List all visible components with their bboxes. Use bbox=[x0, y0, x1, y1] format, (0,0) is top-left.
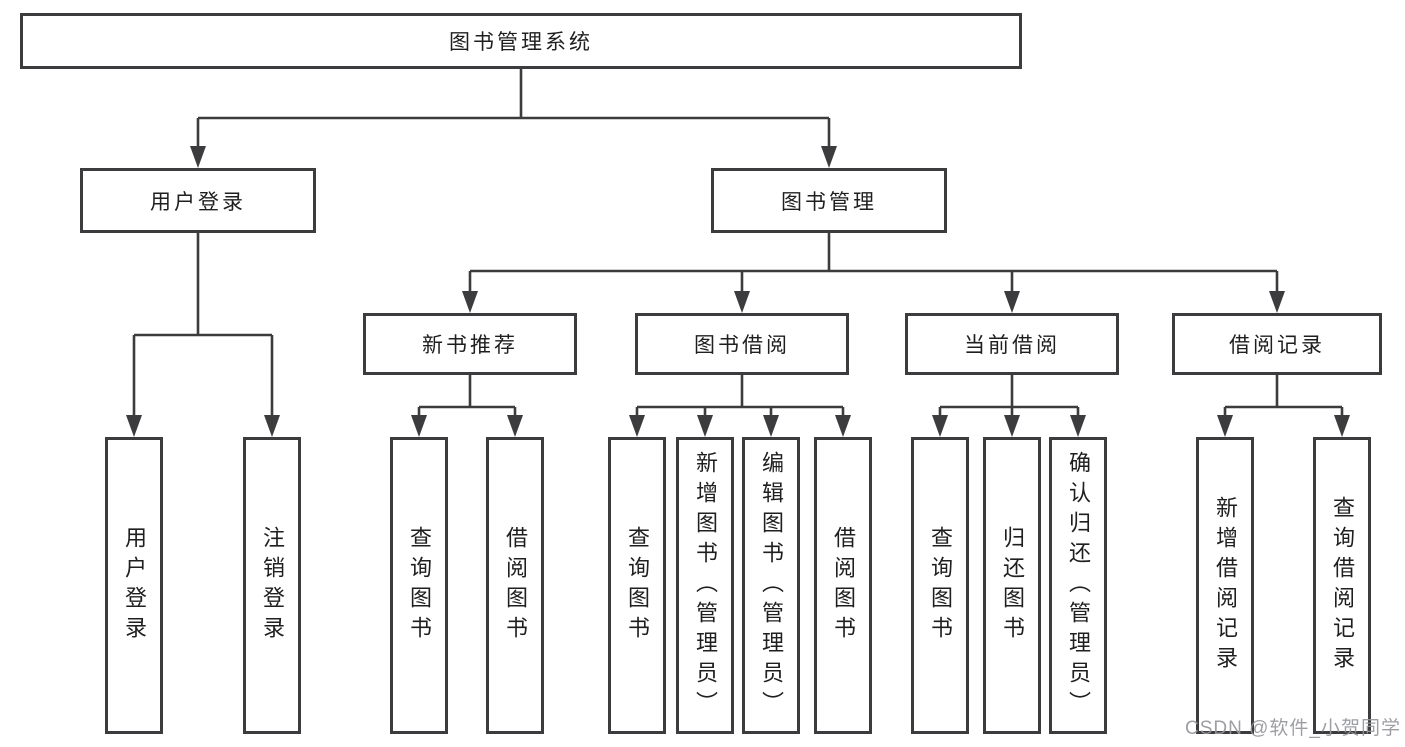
leaf-confirm-return-admin: 确认归还（管理员） bbox=[1049, 437, 1107, 734]
arrow-icon bbox=[1334, 415, 1350, 437]
leaf-query-books-current: 查询图书 bbox=[911, 437, 969, 734]
node-library-management-system: 图书管理系统 bbox=[20, 13, 1022, 69]
arrowheads bbox=[126, 146, 1350, 437]
leaf-label: 查询图书 bbox=[928, 525, 953, 646]
arrow-icon bbox=[821, 146, 837, 168]
arrow-icon bbox=[190, 146, 206, 168]
leaf-return-book: 归还图书 bbox=[983, 437, 1041, 734]
arrow-icon bbox=[126, 415, 142, 437]
arrow-icon bbox=[1217, 415, 1233, 437]
arrow-icon bbox=[264, 415, 280, 437]
connector-book-borrow bbox=[635, 375, 845, 433]
node-label: 新书推荐 bbox=[422, 334, 518, 357]
arrow-icon bbox=[629, 415, 645, 437]
leaf-label: 注销登录 bbox=[260, 525, 285, 646]
node-label: 图书借阅 bbox=[694, 334, 790, 357]
connector-new-book-recommend bbox=[417, 375, 517, 433]
leaf-label: 新增借阅记录 bbox=[1213, 495, 1238, 676]
leaf-user-login: 用户登录 bbox=[105, 437, 163, 734]
leaf-label: 确认归还（管理员） bbox=[1066, 450, 1091, 721]
leaf-label: 查询借阅记录 bbox=[1330, 495, 1355, 676]
arrow-icon bbox=[1269, 291, 1285, 313]
node-label: 图书管理系统 bbox=[449, 31, 593, 54]
arrow-icon bbox=[462, 291, 478, 313]
arrow-icon bbox=[763, 415, 779, 437]
leaf-label: 查询图书 bbox=[407, 525, 432, 646]
arrow-icon bbox=[1070, 415, 1086, 437]
leaf-logout: 注销登录 bbox=[243, 437, 301, 734]
arrow-icon bbox=[507, 415, 523, 437]
leaf-query-books-borrow: 查询图书 bbox=[608, 437, 666, 734]
leaf-label: 归还图书 bbox=[1000, 525, 1025, 646]
leaf-label: 新增图书（管理员） bbox=[693, 450, 718, 721]
arrow-icon bbox=[932, 415, 948, 437]
node-current-borrow: 当前借阅 bbox=[905, 313, 1119, 375]
leaf-borrow-books-recommend: 借阅图书 bbox=[486, 437, 544, 734]
connector-root bbox=[196, 69, 831, 164]
node-new-book-recommend: 新书推荐 bbox=[363, 313, 577, 375]
arrow-icon bbox=[1004, 291, 1020, 313]
leaf-label: 查询图书 bbox=[625, 525, 650, 646]
node-borrow-records: 借阅记录 bbox=[1172, 313, 1382, 375]
arrow-icon bbox=[697, 415, 713, 437]
connector-user-login bbox=[132, 233, 274, 433]
leaf-label: 用户登录 bbox=[122, 525, 147, 646]
leaf-borrow-books: 借阅图书 bbox=[814, 437, 872, 734]
node-book-management: 图书管理 bbox=[711, 168, 947, 233]
node-label: 用户登录 bbox=[150, 190, 246, 214]
leaf-query-books-recommend: 查询图书 bbox=[390, 437, 448, 734]
leaf-label: 编辑图书（管理员） bbox=[759, 450, 784, 721]
node-label: 当前借阅 bbox=[964, 334, 1060, 357]
leaf-query-borrow-record: 查询借阅记录 bbox=[1313, 437, 1371, 734]
connector-book-management bbox=[468, 233, 1279, 309]
connector-borrow-records bbox=[1223, 375, 1344, 433]
arrow-icon bbox=[734, 291, 750, 313]
leaf-label: 借阅图书 bbox=[503, 525, 528, 646]
leaf-add-book-admin: 新增图书（管理员） bbox=[676, 437, 734, 734]
arrow-icon bbox=[411, 415, 427, 437]
node-label: 借阅记录 bbox=[1229, 334, 1325, 357]
node-label: 图书管理 bbox=[781, 190, 877, 214]
node-book-borrow: 图书借阅 bbox=[635, 313, 849, 375]
arrow-icon bbox=[835, 415, 851, 437]
arrow-icon bbox=[1004, 415, 1020, 437]
leaf-add-borrow-record: 新增借阅记录 bbox=[1196, 437, 1254, 734]
csdn-watermark: CSDN @软件_小贺同学 bbox=[1185, 718, 1401, 739]
leaf-label: 借阅图书 bbox=[831, 525, 856, 646]
leaf-edit-book-admin: 编辑图书（管理员） bbox=[742, 437, 800, 734]
node-user-login: 用户登录 bbox=[80, 168, 316, 233]
